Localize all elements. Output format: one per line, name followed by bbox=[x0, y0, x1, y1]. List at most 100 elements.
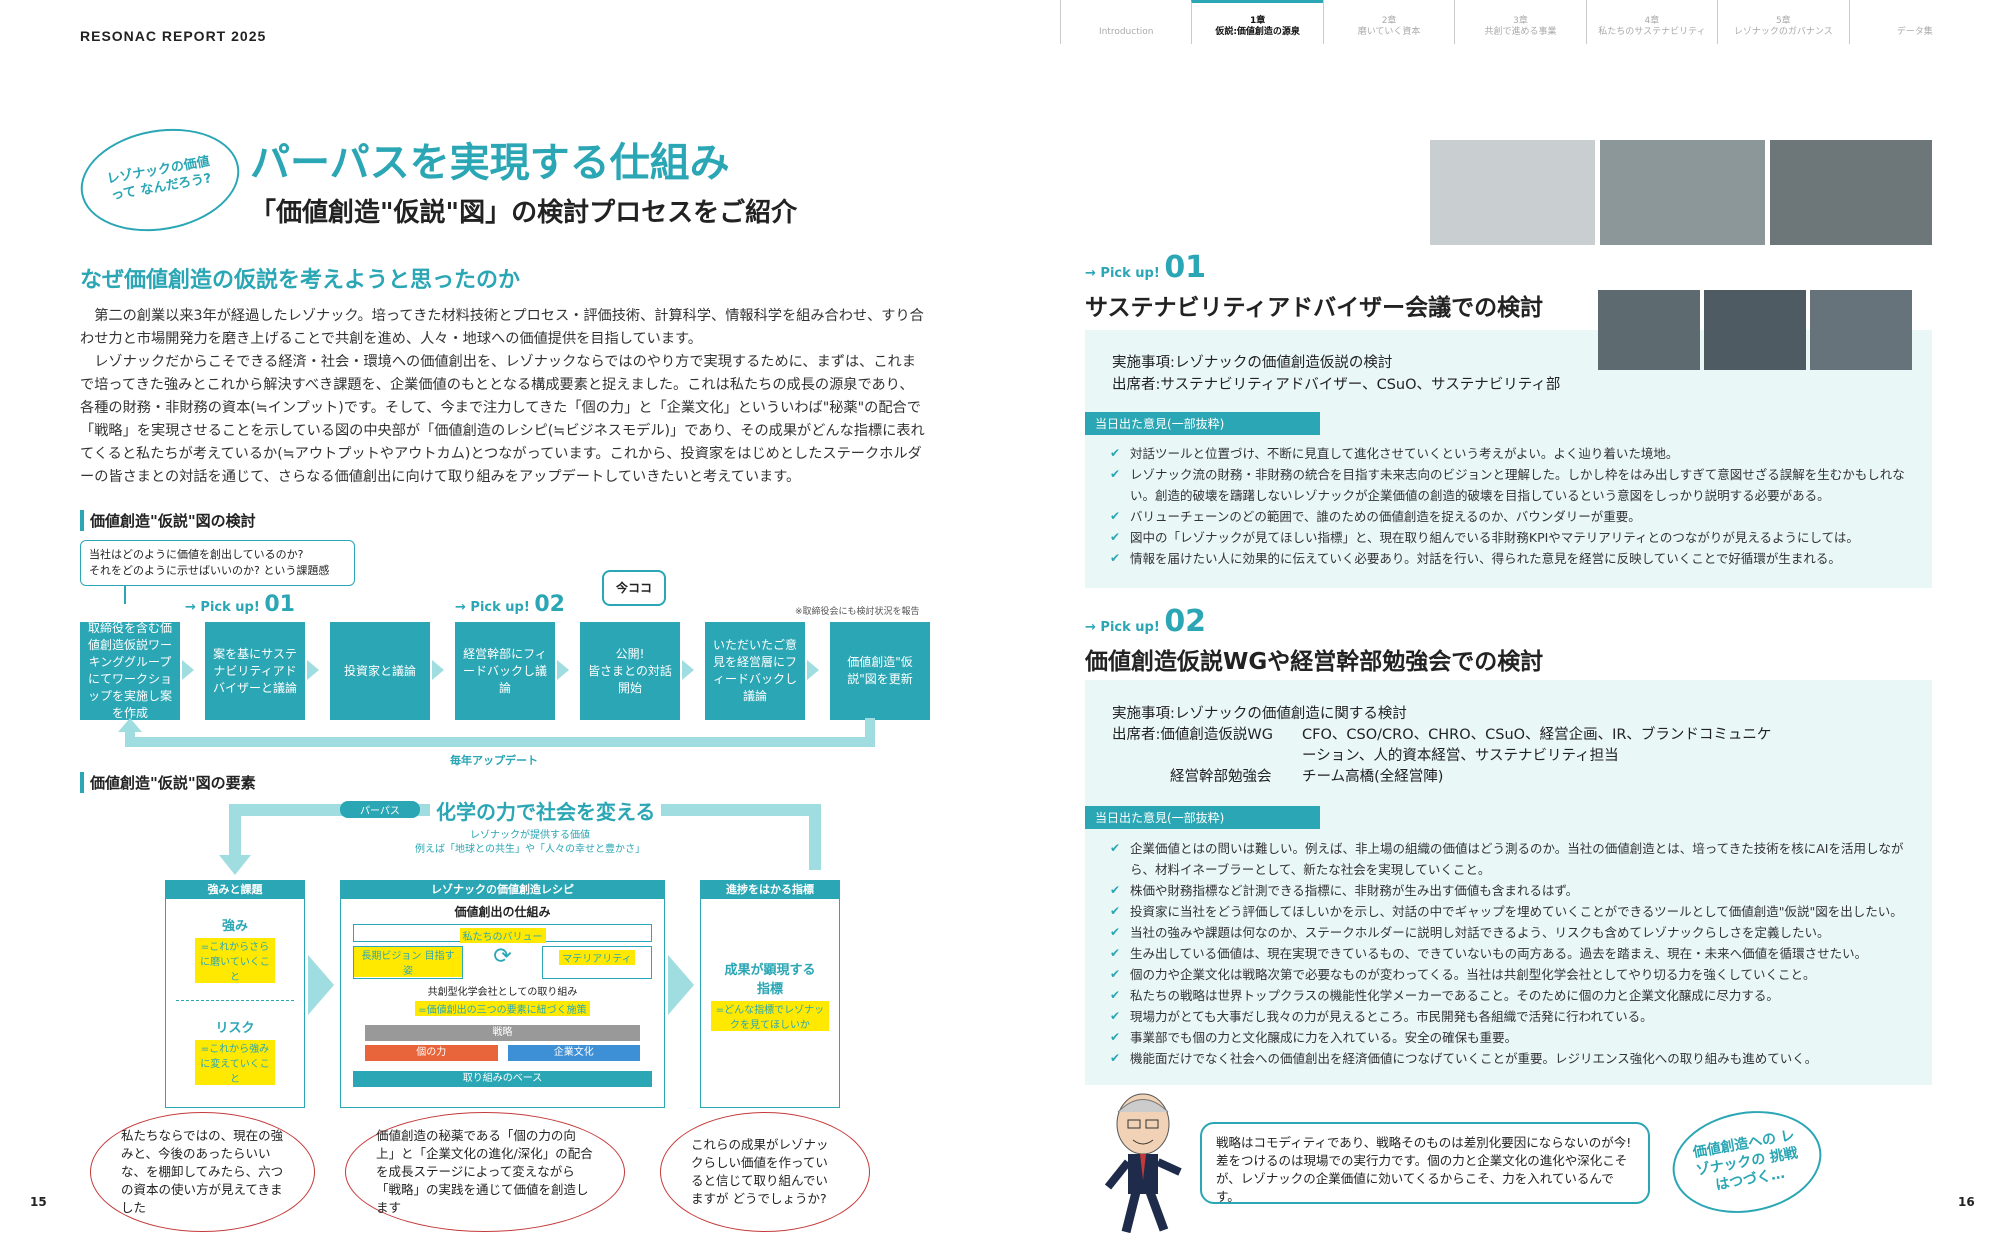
oval-text: 私たちならではの、現在の強みと、今後のあったらいいな、を棚卸してみたら、六つの資… bbox=[121, 1128, 284, 1215]
pick-label-1: → Pick up! 01 bbox=[185, 592, 295, 617]
closing-bubble: 価値創造への レゾナックの 挑戦はつづく… bbox=[1664, 1099, 1830, 1225]
base-bar: 取り組みのベース bbox=[353, 1071, 652, 1087]
oval-text: 価値創造の秘薬である「個の力の向上」と「企業文化の進化/深化」の配合を成長ステー… bbox=[376, 1128, 593, 1215]
pick1-item: 実施事項:レゾナックの価値創造仮説の検討 bbox=[1112, 355, 1393, 371]
now-here-badge: 今ココ bbox=[602, 570, 666, 606]
pick2-attend-label: 出席者:価値創造仮説WG bbox=[1112, 727, 1273, 743]
nav-chapter: 5章 bbox=[1775, 16, 1791, 27]
nav-tab-4[interactable]: 4章私たちのサステナビリティ bbox=[1585, 0, 1717, 44]
nav-chapter: 3章 bbox=[1513, 16, 1528, 27]
nav-tab-5[interactable]: 5章レゾナックのガバナンス bbox=[1717, 0, 1848, 44]
opinion-item: 私たちの戦略は世界トップクラスの機能性化学メーカーであること。そのために個の力と… bbox=[1110, 985, 1920, 1006]
opinion-tag-2: 当日出た意見(一部抜粋) bbox=[1085, 806, 1320, 829]
speech-bubble: レゾナックの価値って なんだろう? bbox=[72, 116, 248, 244]
pick2-title: 価値創造仮説WGや経営幹部勉強会での検討 bbox=[1085, 649, 1544, 675]
opinion-item: 対話ツールと位置づけ、不断に見直して進化させていくという考えがよい。よく辿り着い… bbox=[1110, 443, 1920, 464]
pick2-info: 実施事項:レゾナックの価値創造に関する検討 出席者:価値創造仮説WG CFO、CS… bbox=[1112, 704, 1772, 788]
flow-arrow bbox=[807, 660, 819, 680]
flow-step-2: 案を基にサステナビリティアドバイザーと議論 bbox=[205, 622, 305, 720]
metric-label: 成果が顕現する指標 bbox=[724, 963, 816, 997]
pick1-info: 実施事項:レゾナックの価値創造仮説の検討 出席者:サステナビリティアドバイザー、… bbox=[1112, 352, 1560, 396]
advisor-photo-3 bbox=[1810, 290, 1912, 370]
flow-arrow bbox=[432, 660, 444, 680]
nav-label: 私たちのサステナビリティ bbox=[1598, 27, 1706, 38]
pick2-attend-exec: チーム高橋(全経営陣) bbox=[1302, 769, 1444, 785]
value-provided-label: レゾナックが提供する価値 bbox=[470, 830, 590, 841]
opinion-item: バリューチェーンのどの範囲で、誰のための価値創造を捉えるのか、バウンダリーが重要… bbox=[1110, 506, 1920, 527]
opinion-item: 個の力や企業文化は戦略次第で必要なものが変わってくる。当社は共創型化学会社として… bbox=[1110, 964, 1920, 985]
pick2-attend-label2: 経営幹部勉強会 bbox=[1170, 769, 1272, 785]
nav-label: データ集 bbox=[1896, 27, 1933, 38]
flow-step-6: いただいたご意見を経営層にフィードバックし議論 bbox=[705, 622, 805, 720]
panel-head: レゾナックの価値創造レシピ bbox=[341, 881, 664, 899]
nav-tab-0[interactable]: Introduction bbox=[1060, 0, 1191, 44]
advisor-photo-1 bbox=[1598, 290, 1700, 370]
metrics-panel: 進捗をはかる指標 成果が顕現する指標 =どんな指標でレゾナックを見てほしいか bbox=[700, 880, 840, 1108]
paragraph-2: レゾナックだからこそできる経済・社会・環境への価値創出を、レゾナックならではのや… bbox=[80, 354, 925, 485]
values-label: 私たちのバリュー bbox=[459, 928, 546, 943]
comment-oval-1: 私たちならではの、現在の強みと、今後のあったらいいな、を棚卸してみたら、六つの資… bbox=[90, 1112, 315, 1232]
cocreate-label: 共創型化学会社としての取り組み bbox=[427, 987, 578, 998]
cocreate-sub: =価値創出の三つの要素に紐づく施策 bbox=[415, 1001, 590, 1016]
value-example: 例えば「地球との共生」や「人々の幸せと豊かさ」 bbox=[415, 844, 645, 855]
flow-arrow bbox=[557, 660, 569, 680]
panel-head: 強みと課題 bbox=[166, 881, 304, 899]
pick2-item: 実施事項:レゾナックの価値創造に関する検討 bbox=[1112, 706, 1407, 722]
strategy-bar: 戦略 bbox=[365, 1025, 640, 1041]
nav-label: レゾナックのガバナンス bbox=[1733, 27, 1833, 38]
comment-oval-2: 価値創造の秘薬である「個の力の向上」と「企業文化の進化/深化」の配合を成長ステー… bbox=[345, 1112, 625, 1232]
flow-step-7: 価値創造"仮説"図を更新 bbox=[830, 622, 930, 720]
nav-chapter: 2章 bbox=[1381, 16, 1397, 27]
review-heading: 価値創造"仮説"図の検討 bbox=[80, 510, 256, 531]
page-number-right: 16 bbox=[1958, 1195, 1975, 1209]
brand-header: RESONAC REPORT 2025 bbox=[80, 28, 267, 44]
elements-heading: 価値創造"仮説"図の要素 bbox=[80, 772, 256, 793]
page-subtitle: 「価値創造"仮説"図」の検討プロセスをご紹介 bbox=[250, 198, 798, 228]
flow-arrow bbox=[307, 660, 319, 680]
pick2-opinion-list: 企業価値とはの問いは難しい。例えば、非上場の組織の価値はどう測るのか。当社の価値… bbox=[1110, 838, 1920, 1069]
cycle-icon: ⟳ bbox=[493, 944, 512, 969]
opinion-item: 図中の「レゾナックが見てほしい指標」と、現在取り組んでいる非財務KPIやマテリア… bbox=[1110, 527, 1920, 548]
arrow-right-1 bbox=[308, 955, 334, 1015]
recipe-panel: レゾナックの価値創造レシピ 価値創出の仕組み 私たちのバリュー 長期ビジョン 目… bbox=[340, 880, 665, 1108]
opinion-item: 機能面だけでなく社会への価値創出を経済価値につなげていくことが重要。レジリエンス… bbox=[1110, 1048, 1920, 1069]
pick2-attend-wg: CFO、CSO/CRO、CHRO、CSuO、経営企画、IR、ブランドコミュニケー… bbox=[1302, 727, 1772, 764]
opinion-item: 事業部でも個の力と文化醸成に力を入れている。安全の確保も重要。 bbox=[1110, 1027, 1920, 1048]
comment-oval-3: これらの成果がレゾナックらしい価値を作っていると信じて取り組んでいますが どうで… bbox=[660, 1112, 870, 1232]
intro-text: 第二の創業以来3年が経過したレゾナック。培ってきた材料技術とプロセス・評価技術、… bbox=[80, 305, 925, 489]
nav-label: Introduction bbox=[1098, 27, 1154, 38]
risk-sub: =これから強みに変えていくこと bbox=[195, 1040, 275, 1085]
flow-step-5: 公開! 皆さまとの対話開始 bbox=[580, 622, 680, 720]
nav-tab-6[interactable]: データ集 bbox=[1848, 0, 1980, 44]
opinion-item: 株価や財務指標など計測できる指標に、非財務が生み出す価値も含まれるはず。 bbox=[1110, 880, 1920, 901]
strength-label: 強み bbox=[221, 919, 248, 934]
vision-label: 長期ビジョン 目指す姿 bbox=[354, 947, 462, 977]
nav-chapter: 4章 bbox=[1644, 16, 1660, 27]
workshop-photo-3 bbox=[1770, 140, 1932, 245]
oval-text: これらの成果がレゾナックらしい価値を作っていると信じて取り組んでいますが どうで… bbox=[691, 1137, 829, 1206]
opinion-item: 投資家に当社をどう評価してほしいかを示し、対話の中でギャップを埋めていくことがで… bbox=[1110, 901, 1920, 922]
strengths-panel: 強みと課題 強み =これからさらに磨いていくこと リスク =これから強みに変えて… bbox=[165, 880, 305, 1108]
ceo-quote-text: 戦略はコモディティであり、戦略そのものは差別化要因にならないのが今!差をつけるの… bbox=[1216, 1135, 1632, 1204]
flow-step-4: 経営幹部にフィードバックし議論 bbox=[455, 622, 555, 720]
culture-bar: 企業文化 bbox=[507, 1045, 640, 1061]
opinion-item: 当社の強みや課題は何なのか、ステークホルダーに説明し対話できるよう、リスクも含め… bbox=[1110, 922, 1920, 943]
pick1-attendees: 出席者:サステナビリティアドバイザー、CSuO、サステナビリティ部 bbox=[1112, 377, 1561, 393]
bubble-text: レゾナックの価値って なんだろう? bbox=[105, 154, 213, 204]
materiality-label: マテリアリティ bbox=[559, 950, 635, 965]
risk-label: リスク bbox=[215, 1021, 255, 1036]
ceo-illustration bbox=[1104, 1093, 1182, 1234]
nav-tab-3[interactable]: 3章共創で進める事業 bbox=[1454, 0, 1585, 44]
advisor-photo-2 bbox=[1704, 290, 1806, 370]
opinion-item: 情報を届けたい人に効果的に伝えていく必要あり。対話を行い、得られた意見を経営に反… bbox=[1110, 548, 1920, 569]
workshop-photo-2 bbox=[1600, 140, 1765, 245]
paragraph-1: 第二の創業以来3年が経過したレゾナック。培ってきた材料技術とプロセス・評価技術、… bbox=[80, 308, 924, 347]
nav-tab-2[interactable]: 2章磨いていく資本 bbox=[1322, 0, 1454, 44]
closing-bubble-text: 価値創造への レゾナックの 挑戦はつづく… bbox=[1691, 1127, 1800, 1194]
individual-bar: 個の力 bbox=[365, 1045, 498, 1061]
flow-arrow bbox=[182, 660, 194, 680]
nav-tab-1[interactable]: 1章仮説:価値創造の源泉 bbox=[1191, 0, 1323, 44]
flow-arrow bbox=[682, 660, 694, 680]
value-provided: レゾナックが提供する価値 例えば「地球との共生」や「人々の幸せと豊かさ」 bbox=[380, 829, 680, 857]
